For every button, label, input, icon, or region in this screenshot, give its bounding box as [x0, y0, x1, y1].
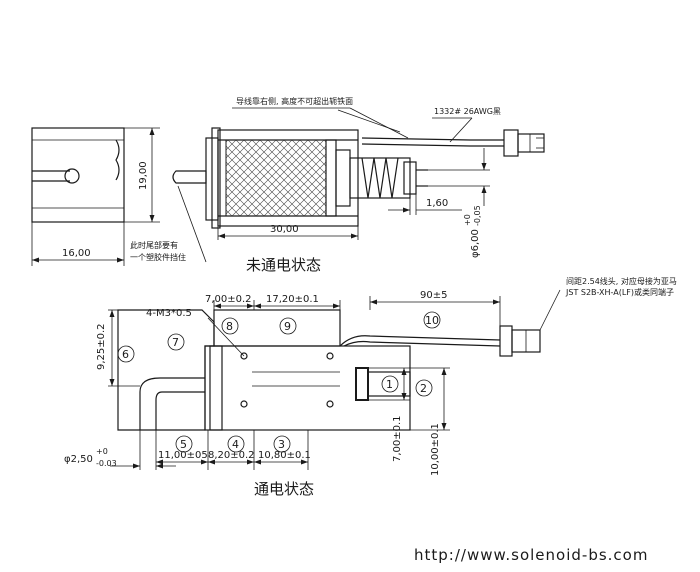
dim-2: 10,00±0.1: [430, 423, 441, 476]
dim-width: 16,00: [62, 248, 91, 259]
mark-4: 4: [232, 438, 239, 451]
dim-9: 17,20±0.1: [266, 294, 319, 305]
mark-2: 2: [420, 382, 427, 395]
dim-8: 7,00±0.2: [205, 294, 252, 305]
dim-3: 10,80±0.1: [258, 450, 311, 461]
dim-plunger-tol-minus: -0,05: [473, 205, 482, 226]
dim-screw: 4-M3*0.5: [146, 308, 192, 319]
dim-length: 30,00: [270, 224, 299, 235]
tail-note-line1: 此时尾部要有: [130, 240, 178, 250]
dim-height: 19,00: [138, 161, 149, 190]
connector-note-line2: JST S2B-XH-A(LF)或类同端子: [565, 287, 674, 297]
dim-1: 7,00±0.1: [392, 415, 403, 462]
mark-3: 3: [278, 438, 285, 451]
dim-pin-diameter: φ2,50: [64, 454, 93, 465]
dim-pin-tol-minus: -0.03: [96, 459, 117, 468]
side-view: [31, 127, 160, 266]
dim-4: 8,20±0.2: [208, 450, 255, 461]
mark-1: 1: [386, 378, 393, 391]
wire-routing-note: 导线靠右侧, 高度不可超出轭铁面: [236, 96, 353, 106]
dim-plunger-tol-plus: +0: [463, 214, 472, 226]
connector-note-line1: 间距2.54线头, 对应母接为亚马: [566, 276, 677, 286]
mark-10: 10: [425, 314, 439, 327]
bottom-view: [108, 289, 561, 470]
mark-5: 5: [180, 438, 187, 451]
dim-left-height: 9,25±0.2: [96, 323, 107, 370]
dim-plunger-diameter: φ6,00: [470, 229, 481, 258]
wire-spec-note: 1332# 26AWG黑: [434, 107, 501, 116]
dim-pin-tol-plus: +0: [96, 447, 108, 456]
callout-marks: [117, 311, 441, 453]
tail-note-line2: 一个塑胶件挡住: [130, 252, 186, 262]
mark-9: 9: [284, 320, 291, 333]
mark-8: 8: [226, 320, 233, 333]
mark-7: 7: [172, 336, 179, 349]
top-view: [172, 107, 545, 263]
dim-wire-length: 90±5: [420, 290, 447, 301]
mark-6: 6: [122, 348, 129, 361]
caption-unpowered: 未通电状态: [246, 256, 321, 274]
dim-5: 11,00±05: [158, 450, 208, 461]
dim-gap: 1,60: [426, 198, 448, 209]
caption-powered: 通电状态: [254, 480, 314, 498]
footer-url: http://www.solenoid-bs.com: [414, 546, 648, 564]
